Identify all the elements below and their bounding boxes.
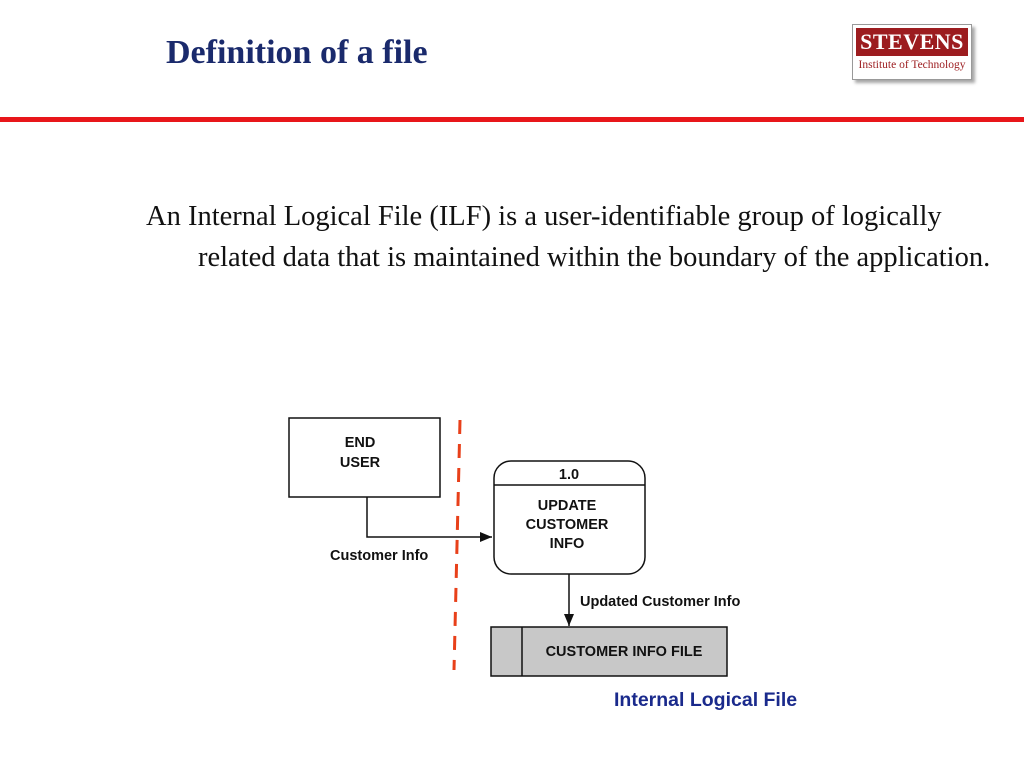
process-name-line1: UPDATE (538, 498, 597, 514)
stevens-logo: STEVENS Institute of Technology (852, 24, 972, 80)
slide-title: Definition of a file (166, 34, 428, 71)
application-boundary (452, 419, 462, 671)
ilf-caption: Internal Logical File (614, 689, 798, 711)
process-name-line2: CUSTOMER (526, 517, 609, 533)
ilf-definition: An Internal Logical File (ILF) is a user… (146, 201, 991, 273)
logo-subtitle: Institute of Technology (858, 59, 966, 71)
customer-info-label: Customer Info (330, 548, 428, 564)
customer-info-flow (366, 497, 492, 542)
end-user-box (288, 417, 441, 498)
end-user-label-line2: USER (340, 455, 381, 471)
process-name-line3: INFO (550, 536, 585, 552)
process-number: 1.0 (559, 467, 579, 483)
customer-info-file-label: CUSTOMER INFO FILE (546, 644, 703, 660)
title-divider (0, 117, 1024, 122)
end-user-label-line1: END (345, 435, 376, 451)
updated-customer-info-label: Updated Customer Info (580, 594, 740, 610)
logo-name: STEVENS (856, 28, 968, 56)
customer-info-file-store (490, 626, 728, 677)
